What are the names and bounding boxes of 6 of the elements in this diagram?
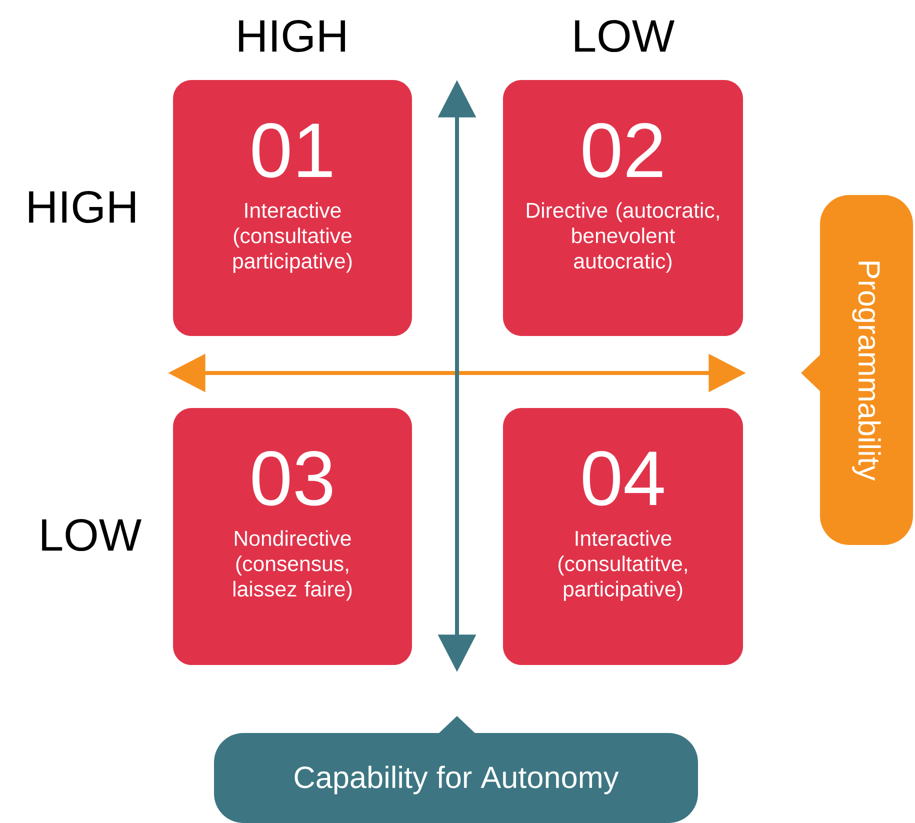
quadrant-box: 04 Interactive (consultatitve, participative) [503, 408, 743, 666]
callout-bubble: Capability for Autonomy [214, 716, 698, 823]
quadrant-box: 02 Directive (autocratic, benevolent autocratic) [503, 80, 743, 336]
callout-bubble: Programmability [801, 195, 914, 545]
quadrant-box: 03 Nondirective (consensus, laissez faire) [173, 408, 412, 666]
quadrant-box: 01 Interactive (consultative participative) [173, 80, 412, 336]
